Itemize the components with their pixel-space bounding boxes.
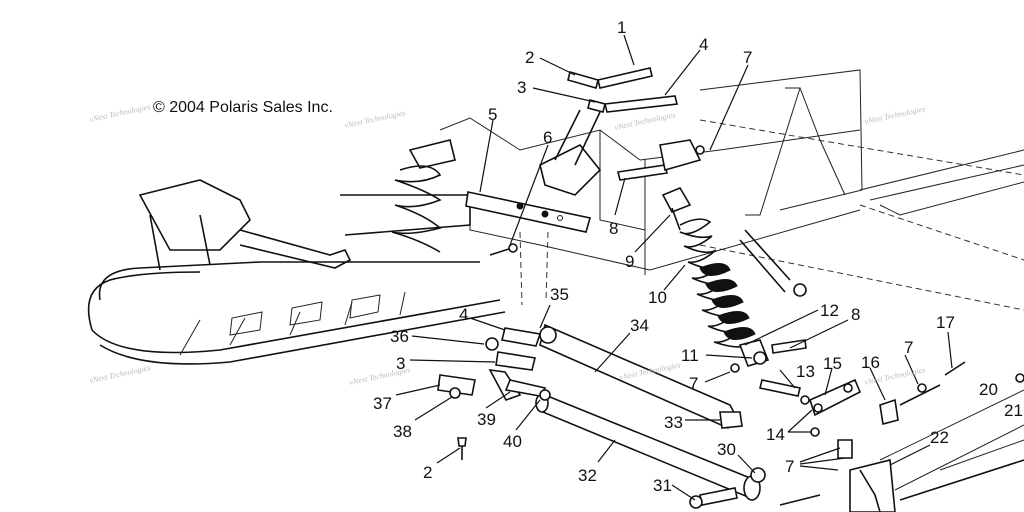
callout-number: 2 — [423, 463, 432, 482]
linkage-hardware — [730, 339, 1024, 512]
watermark: vNext Technologies — [864, 104, 927, 126]
callout-number: 9 — [625, 252, 634, 271]
callout-number: 13 — [796, 362, 815, 381]
callout-number: 7 — [689, 374, 698, 393]
control-arms — [437, 323, 821, 509]
callout-number: 40 — [503, 432, 522, 451]
callout-number: 30 — [717, 440, 736, 459]
callout-number: 3 — [396, 354, 405, 373]
callout-number: 39 — [477, 410, 496, 429]
callout-number: 8 — [609, 219, 618, 238]
callout-number: 22 — [930, 428, 949, 447]
callout-number: 33 — [664, 413, 683, 432]
callout-number: 5 — [488, 105, 497, 124]
callout-number: 20 — [979, 380, 998, 399]
watermark: vNext Technologies — [614, 110, 677, 132]
callout-number: 38 — [393, 422, 412, 441]
callout-number: 34 — [630, 316, 649, 335]
callout-number: 7 — [904, 338, 913, 357]
callout-number: 6 — [543, 128, 552, 147]
copyright-text: © 2004 Polaris Sales Inc. — [153, 99, 333, 116]
callout-number: 4 — [459, 305, 468, 324]
watermark: vNext Technologies — [344, 108, 407, 130]
callout-number: 32 — [578, 466, 597, 485]
callout-number: 35 — [550, 285, 569, 304]
callout-number: 12 — [820, 301, 839, 320]
watermark: vNext Technologies — [89, 363, 152, 385]
callout-number: 31 — [653, 476, 672, 495]
callout-number: 3 — [517, 78, 526, 97]
callout-number: 21 — [1004, 401, 1023, 420]
callout-number: 7 — [785, 457, 794, 476]
callout-number: 8 — [851, 305, 860, 324]
rear-shock — [661, 186, 807, 367]
callout-number: 37 — [373, 394, 392, 413]
callout-number: 1 — [617, 18, 626, 37]
callout-number: 16 — [861, 353, 880, 372]
callout-labels: 1 2 3 4 5 6 7 8 9 10 12 8 11 13 15 16 7 … — [373, 18, 1023, 495]
callout-number: 7 — [743, 48, 752, 67]
callout-number: 10 — [648, 288, 667, 307]
callout-number: 14 — [766, 425, 785, 444]
callout-number: 15 — [823, 354, 842, 373]
upper-bracket — [465, 67, 705, 306]
callout-number: 36 — [390, 327, 409, 346]
callout-number: 17 — [936, 313, 955, 332]
leader-lines — [395, 34, 953, 501]
callout-number: 2 — [525, 48, 534, 67]
callout-number: 11 — [681, 346, 699, 365]
watermark: vNext Technologies — [89, 102, 152, 124]
callout-number: 4 — [699, 35, 708, 54]
ski-assembly — [87, 139, 506, 365]
